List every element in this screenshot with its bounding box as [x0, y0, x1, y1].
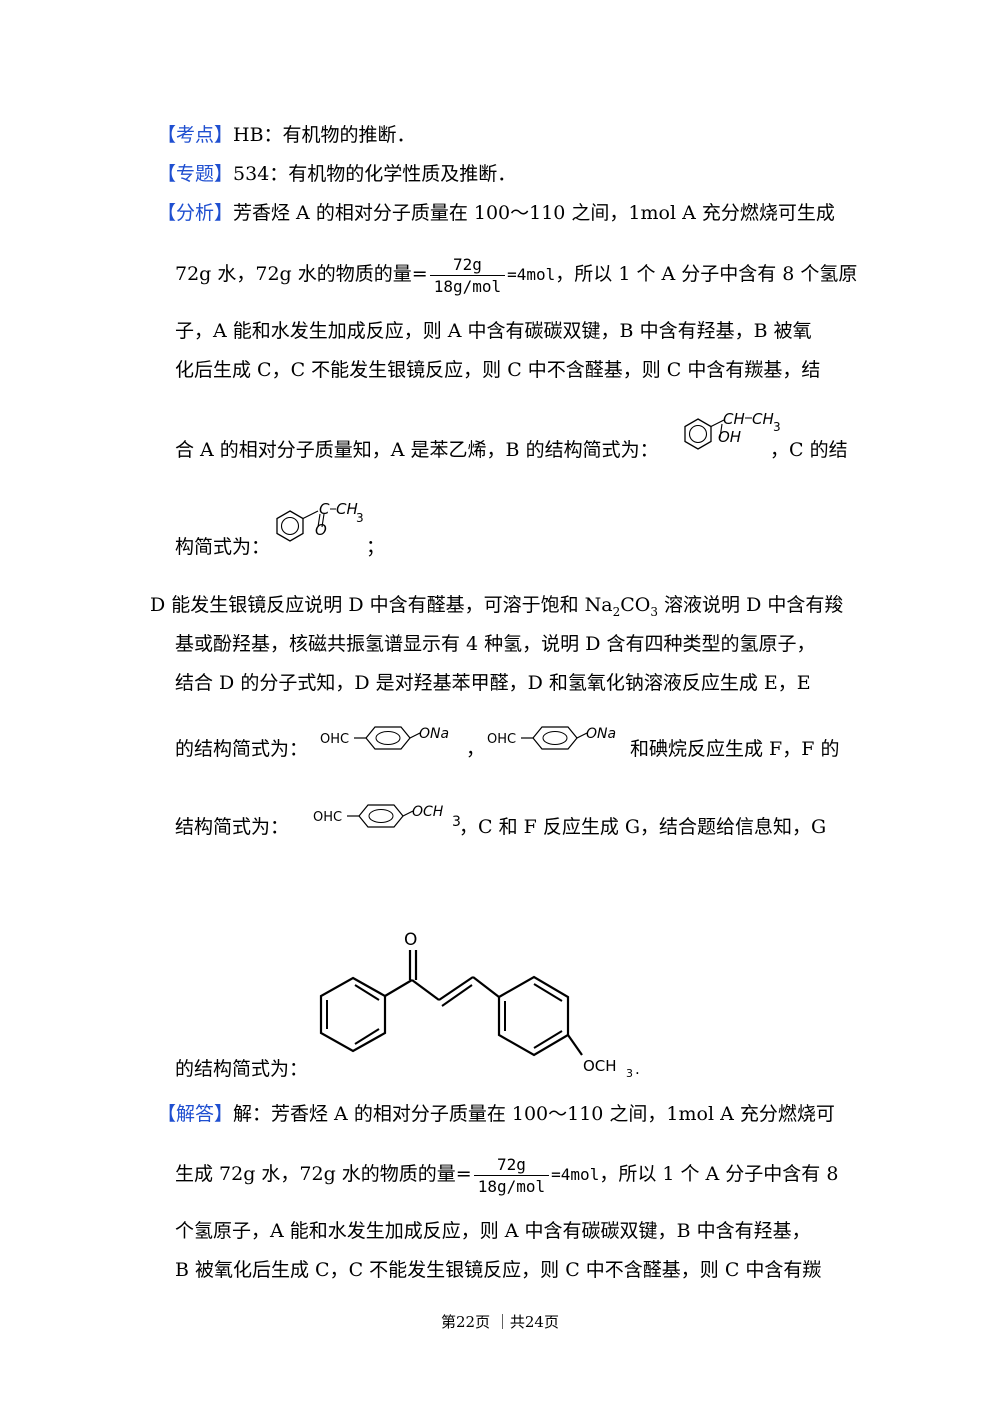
b-ch3-sub: 3: [773, 420, 781, 434]
analysis-line-10a: 的结构简式为：: [175, 738, 309, 760]
answer-line-4: B 被氧化后生成 C，C 不能发生银镜反应，则 C 中不含醛基，则 C 中含有羰: [175, 1259, 822, 1281]
analysis-line-7: D 能发生银镜反应说明 D 中含有醛基，可溶于饱和 Na2CO3 溶液说明 D …: [150, 593, 843, 624]
analysis-text-2b: ，所以 1 个 A 分子中含有 8 个氢原: [555, 263, 858, 285]
fraction-numerator: 72g: [429, 255, 506, 276]
b-oh: OH: [718, 428, 741, 446]
g-dot: .: [635, 1060, 640, 1078]
fraction2-numerator: 72g: [473, 1155, 550, 1176]
fraction-result: =4mol: [507, 265, 556, 284]
analysis-line-11b: ，C 和 F 反应生成 G，结合题给信息知，G: [459, 816, 827, 838]
analysis-line-8: 基或酚羟基，核磁共振氢谱显示有 4 种氢，说明 D 含有四种类型的氢原子，: [175, 633, 816, 655]
e2-ohc: OHC: [487, 732, 516, 747]
analysis-line-9: 结合 D 的分子式知，D 是对羟基苯甲醛，D 和氢氧化钠溶液反应生成 E，E: [175, 672, 811, 694]
l9-sub3: 3: [650, 604, 658, 619]
e2-ona: ONa: [586, 726, 616, 742]
topic-tag: 【考点】: [157, 124, 234, 146]
c-c: C: [319, 500, 330, 518]
analysis-line-1: 【分析】芳香烃 A 的相对分子质量在 100～110 之间，1mol A 充分燃…: [157, 201, 835, 225]
fraction2-result: =4mol: [551, 1165, 600, 1184]
f-och-sub: 3: [452, 814, 461, 830]
c-ch3-sub: 3: [356, 511, 364, 525]
l9-post: 溶液说明 D 中含有羧: [658, 594, 844, 616]
answer-line-3: 个氢原子，A 能和水发生加成反应，则 A 中含有碳碳双键，B 中含有羟基，: [175, 1220, 811, 1242]
answer-text-2a: 生成 72g 水，72g 水的物质的量=: [175, 1163, 472, 1185]
f-ohc: OHC: [313, 810, 342, 825]
l9-mid: CO: [620, 594, 651, 616]
analysis-line-10b: 和碘烷反应生成 F，F 的: [630, 738, 840, 760]
b-ch3: CH: [752, 410, 774, 428]
analysis-line-10-sep: ，: [466, 738, 486, 760]
page-footer: 第22页 ｜共24页: [441, 1313, 559, 1331]
structure-f: OHC OCH 3: [313, 804, 461, 830]
g-o: O: [404, 930, 417, 950]
analysis-line-5a: 合 A 的相对分子质量知，A 是苯乙烯，B 的结构简式为：: [175, 439, 659, 461]
l9-pre: D 能发生银镜反应说明 D 中含有醛基，可溶于饱和 Na: [150, 594, 613, 616]
subject-line: 【专题】534：有机物的化学性质及推断．: [157, 162, 516, 186]
f-och: OCH: [412, 804, 444, 820]
topic-text: HB：有机物的推断．: [233, 124, 416, 146]
answer-text-1: 解：芳香烃 A 的相对分子质量在 100～110 之间，1mol A 充分燃烧可: [233, 1103, 835, 1125]
analysis-line-5b: ，C 的结: [770, 439, 848, 461]
answer-text-2b: ，所以 1 个 A 分子中含有 8: [599, 1163, 839, 1185]
analysis-line-11a: 结构简式为：: [175, 816, 290, 838]
fraction-denominator: 18g/mol: [433, 276, 502, 296]
topic-line: 【考点】HB：有机物的推断．: [157, 123, 416, 147]
c-ch3: CH: [336, 500, 358, 518]
analysis-tag: 【分析】: [157, 202, 234, 224]
b-ch: CH: [723, 410, 745, 428]
structure-c: C CH 3 O: [276, 500, 364, 542]
structure-e-2: OHC ONa: [487, 726, 616, 750]
c-o: O: [315, 521, 327, 539]
subject-tag: 【专题】: [157, 163, 234, 185]
subject-text: 534：有机物的化学性质及推断．: [233, 163, 517, 185]
analysis-text-1: 芳香烃 A 的相对分子质量在 100～110 之间，1mol A 充分燃烧可生成: [233, 202, 835, 224]
analysis-line-6b: ；: [366, 536, 386, 558]
answer-line-1: 【解答】解：芳香烃 A 的相对分子质量在 100～110 之间，1mol A 充…: [157, 1102, 835, 1126]
structure-g: O OCH 3 .: [319, 930, 640, 1080]
structure-b: CH CH 3 OH: [684, 410, 781, 450]
structure-e-1: OHC ONa: [320, 726, 449, 750]
answer-tag: 【解答】: [157, 1103, 234, 1125]
analysis-line-12: 的结构简式为：: [175, 1058, 309, 1080]
analysis-line-4: 化后生成 C，C 不能发生银镜反应，则 C 中不含醛基，则 C 中含有羰基，结: [175, 359, 821, 381]
l9-sub2: 2: [612, 604, 621, 619]
g-och3-sub: 3: [626, 1067, 633, 1080]
e1-ohc: OHC: [320, 732, 349, 747]
analysis-text-2a: 72g 水，72g 水的物质的量=: [175, 263, 428, 285]
e1-ona: ONa: [419, 726, 449, 742]
analysis-line-6a: 构简式为：: [175, 536, 271, 558]
analysis-line-3: 子，A 能和水发生加成反应，则 A 中含有碳碳双键，B 中含有羟基，B 被氧: [175, 320, 812, 342]
fraction2-denominator: 18g/mol: [477, 1176, 546, 1196]
g-och3: OCH: [583, 1057, 617, 1075]
